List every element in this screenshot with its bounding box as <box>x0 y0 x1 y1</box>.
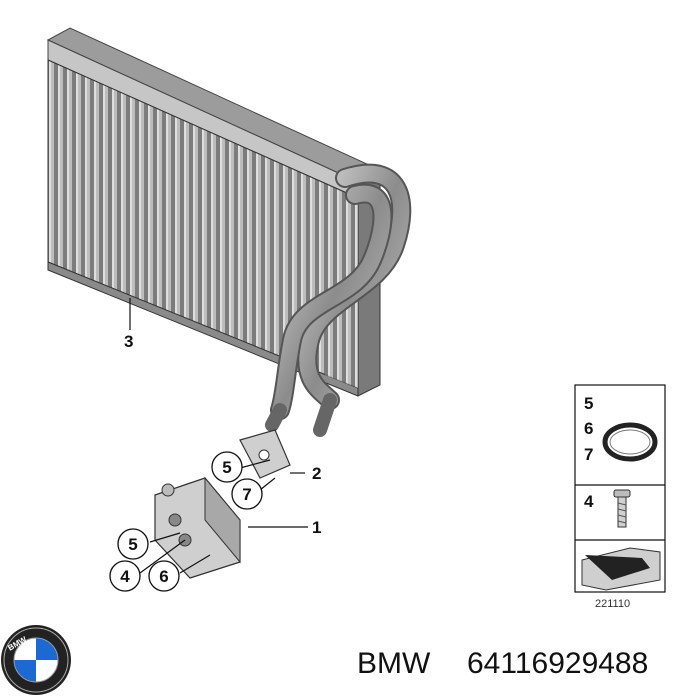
svg-text:7: 7 <box>584 445 593 464</box>
bmw-logo-icon: BMW <box>1 625 71 695</box>
evaporator-core <box>46 27 382 397</box>
svg-text:2: 2 <box>312 464 321 483</box>
arrow-tool-icon <box>581 547 661 591</box>
leader-lines <box>129 298 308 574</box>
svg-text:5: 5 <box>584 394 593 413</box>
callout-oring-lower: 5 <box>117 528 149 560</box>
callout-oring-upper: 5 <box>211 451 243 483</box>
expansion-valve <box>154 476 241 579</box>
svg-text:6: 6 <box>159 567 168 586</box>
svg-text:5: 5 <box>128 535 137 554</box>
drawing-number: 221110 <box>595 598 630 610</box>
bracket <box>239 429 291 479</box>
callout-seal-lower: 6 <box>148 560 180 592</box>
callout-evaporator: 3 <box>124 332 133 351</box>
callout-seal-upper: 7 <box>231 478 263 510</box>
callout-screw-lower: 4 <box>109 560 141 592</box>
svg-text:5: 5 <box>222 458 231 477</box>
screw-icon <box>613 489 631 528</box>
callout-expansion-valve: 1 <box>312 518 321 537</box>
refrigerant-pipes <box>265 163 412 437</box>
brand-label: BMW <box>357 647 431 680</box>
svg-text:4: 4 <box>584 492 594 511</box>
parts-legend: 5 6 7 4 <box>574 384 666 593</box>
svg-text:6: 6 <box>584 419 593 438</box>
oring-icon <box>602 422 658 462</box>
svg-text:4: 4 <box>120 567 130 586</box>
part-number: 64116929488 <box>467 647 648 680</box>
svg-text:7: 7 <box>242 485 251 504</box>
svg-text:3: 3 <box>124 332 133 351</box>
svg-text:1: 1 <box>312 518 321 537</box>
callout-bracket: 2 <box>312 464 321 483</box>
